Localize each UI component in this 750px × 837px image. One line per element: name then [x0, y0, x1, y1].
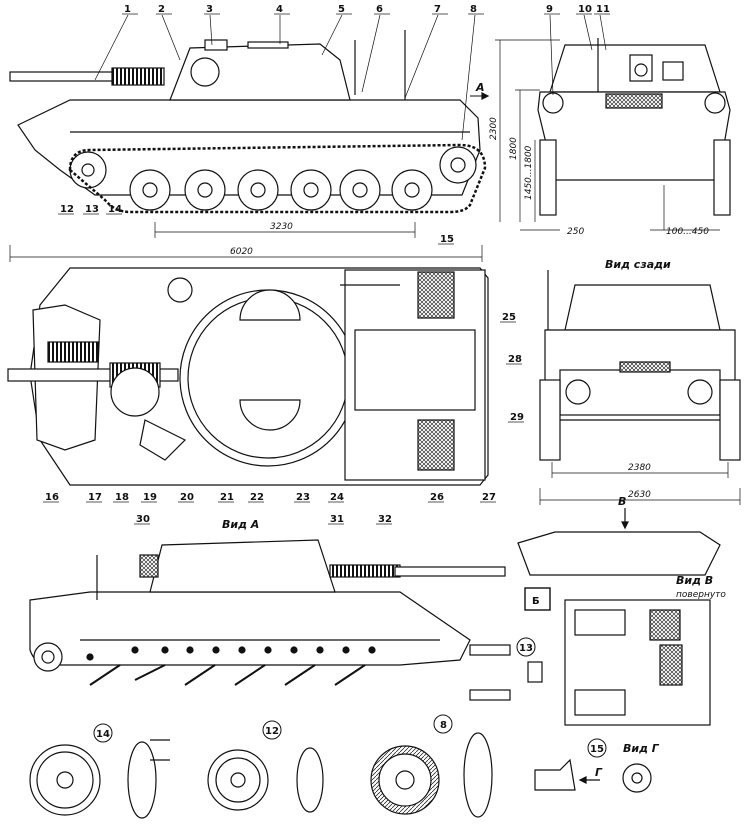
- rear-view: [539, 270, 741, 461]
- callout-11: 11: [596, 4, 610, 15]
- turret-side: [169, 43, 351, 101]
- view-v-drawing: [517, 508, 721, 726]
- callout-10: 10: [578, 4, 592, 15]
- box-b-label: Б: [532, 596, 540, 607]
- dim-height-1450: 1450...1800: [524, 145, 534, 200]
- callout-30: 30: [136, 514, 150, 525]
- dim-clearance-100: 100...450: [666, 227, 709, 237]
- callout-8: 8: [470, 4, 477, 15]
- dim-length-overall: 6020: [230, 247, 253, 257]
- detail-drawings: [29, 644, 652, 819]
- side-silhouette-small: [517, 531, 721, 576]
- callout-26: 26: [430, 492, 444, 503]
- detail-number-markers: [93, 637, 607, 758]
- callout-9: 9: [546, 4, 553, 15]
- callout-6: 6: [376, 4, 383, 15]
- callout-14: 14: [108, 204, 122, 215]
- callout-28: 28: [508, 354, 522, 365]
- callout-2: 2: [158, 4, 165, 15]
- callout-29: 29: [510, 412, 524, 423]
- view-g-caption: Вид Г: [623, 742, 660, 755]
- callout-17: 17: [88, 492, 102, 503]
- dim-clearance-250: 250: [567, 227, 584, 237]
- dim-height-1800: 1800: [509, 137, 519, 160]
- dim-width-2630: 2630: [628, 490, 651, 500]
- mark-g-label: Г: [595, 766, 603, 779]
- callout-20: 20: [180, 492, 194, 503]
- detail-12: 12: [265, 726, 279, 737]
- gun-barrel-side: [9, 71, 121, 82]
- top-view: [7, 267, 489, 486]
- mark-v-label: В: [618, 495, 626, 508]
- callout-4: 4: [276, 4, 283, 15]
- callout-16: 16: [45, 492, 59, 503]
- dim-height-2300: 2300: [489, 117, 499, 140]
- callout-18: 18: [115, 492, 129, 503]
- callout-23: 23: [296, 492, 310, 503]
- side-view: [9, 30, 490, 214]
- callout-22: 22: [250, 492, 264, 503]
- callout-1: 1: [124, 4, 131, 15]
- detail-13: 13: [519, 643, 533, 654]
- callout-5: 5: [338, 4, 345, 15]
- dim-width-2380: 2380: [628, 463, 651, 473]
- callout-24: 24: [330, 492, 344, 503]
- detail-14: 14: [96, 729, 110, 740]
- callout-19: 19: [143, 492, 157, 503]
- rear-turret: [564, 284, 721, 331]
- callout-32: 32: [378, 514, 392, 525]
- callout-31: 31: [330, 514, 344, 525]
- hull-view-a: [29, 591, 471, 666]
- rear-view-caption: Вид сзади: [605, 258, 671, 271]
- callout-12: 12: [60, 204, 74, 215]
- callout-21: 21: [220, 492, 234, 503]
- view-a-caption: Вид А: [222, 518, 259, 531]
- callout-13: 13: [85, 204, 99, 215]
- track-side: [68, 143, 487, 214]
- callout-25: 25: [502, 312, 516, 323]
- callout-15: 15: [440, 234, 454, 245]
- view-v-note: повернуто: [676, 590, 726, 600]
- front-view: [537, 38, 731, 216]
- mark-a-label: А: [475, 81, 485, 94]
- detail-8: 8: [440, 720, 447, 731]
- dim-track-base: 3230: [270, 222, 293, 232]
- view-a-drawing: [29, 539, 506, 686]
- detail-15: 15: [590, 744, 604, 755]
- callout-7: 7: [434, 4, 441, 15]
- view-v-caption: Вид В: [676, 574, 713, 587]
- callout-27: 27: [482, 492, 496, 503]
- callout-leaders: [94, 14, 607, 141]
- callout-3: 3: [206, 4, 213, 15]
